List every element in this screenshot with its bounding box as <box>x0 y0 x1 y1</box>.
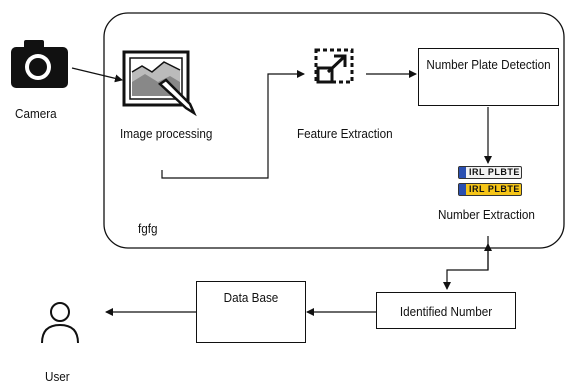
group-label: fgfg <box>138 221 158 236</box>
data-base-box: Data Base <box>196 281 306 343</box>
feature-extraction-label: Feature Extraction <box>297 126 393 141</box>
image-processing-icon <box>122 50 197 117</box>
plate-flag-band <box>459 184 466 195</box>
plate-flag-band <box>459 167 466 178</box>
number-extraction-label: Number Extraction <box>438 207 535 222</box>
license-plate-white: IRL PLBTE <box>458 166 522 179</box>
number-plate-detection-box: Number Plate Detection <box>418 48 559 106</box>
data-base-label: Data Base <box>223 290 279 305</box>
camera-label: Camera <box>15 106 57 121</box>
identified-number-label: Identified Number <box>399 304 493 319</box>
feature-extraction-icon <box>314 48 354 84</box>
camera-icon <box>11 40 68 88</box>
arrow-extraction-to-identified <box>443 236 489 290</box>
number-plate-detection-label: Number Plate Detection <box>426 57 551 72</box>
processing-group-container <box>103 12 565 249</box>
arrow-image-to-feature <box>161 70 305 179</box>
identified-number-box: Identified Number <box>376 292 516 329</box>
image-processing-label: Image processing <box>120 126 213 141</box>
license-plate-yellow: IRL PLBTE <box>458 183 522 196</box>
arrow-camera-to-image <box>71 67 123 83</box>
user-icon <box>41 302 79 344</box>
plate-text: IRL PLBTE <box>469 184 520 194</box>
plate-text: IRL PLBTE <box>469 167 520 177</box>
user-label: User <box>45 369 70 384</box>
